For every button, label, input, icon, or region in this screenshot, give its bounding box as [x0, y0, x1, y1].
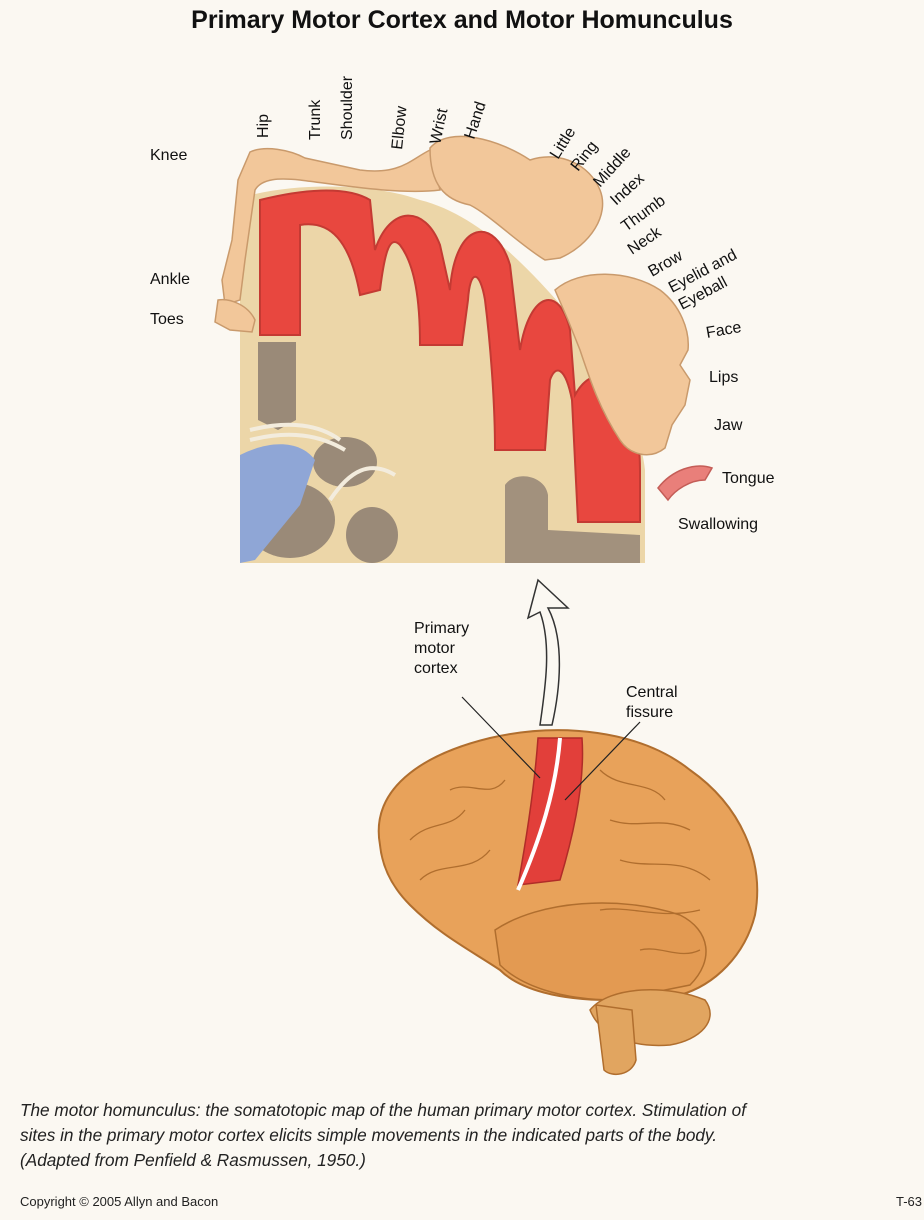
label-primary: Primary [414, 620, 469, 637]
copyright-notice: Copyright © 2005 Allyn and Bacon [20, 1194, 218, 1209]
label-swallowing: Swallowing [678, 516, 758, 533]
label-knee: Knee [150, 147, 187, 164]
label-central: Central [626, 684, 678, 701]
transparency-code: T-63 [896, 1194, 922, 1209]
label-face: Face [705, 319, 743, 342]
curved-arrow [528, 580, 568, 725]
label-jaw: Jaw [714, 417, 743, 434]
label-ankle: Ankle [150, 271, 190, 288]
homunculus-tongue [658, 466, 712, 500]
label-motor: motor [414, 640, 456, 657]
caption-line-3: (Adapted from Penfield & Rasmussen, 1950… [20, 1148, 910, 1173]
caption-line-1: The motor homunculus: the somatotopic ma… [20, 1098, 910, 1123]
label-elbow: Elbow [389, 105, 411, 151]
motor-homunculus-figure: Knee Hip Trunk Shoulder Elbow Wrist Hand… [0, 0, 924, 1090]
nucleus-3 [346, 507, 398, 563]
label-lips: Lips [709, 369, 738, 386]
label-shoulder: Shoulder [339, 75, 356, 140]
label-trunk: Trunk [307, 99, 324, 140]
label-cortex: cortex [414, 660, 458, 677]
gray-matter-left [258, 342, 296, 430]
label-hip: Hip [255, 114, 272, 138]
label-hand: Hand [462, 100, 490, 142]
brainstem [596, 1005, 636, 1074]
label-tongue: Tongue [722, 470, 775, 487]
label-toes: Toes [150, 311, 184, 328]
lateral-brain [379, 730, 757, 1074]
figure-caption: The motor homunculus: the somatotopic ma… [20, 1098, 910, 1173]
label-fissure: fissure [626, 704, 673, 721]
caption-line-2: sites in the primary motor cortex elicit… [20, 1123, 910, 1148]
